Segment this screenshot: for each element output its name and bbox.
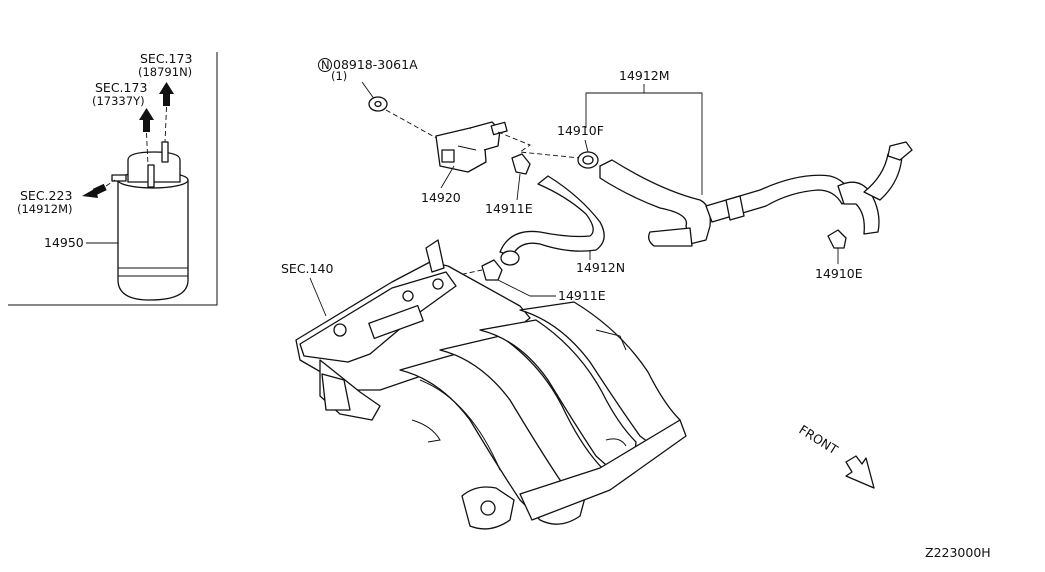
hose-m-part-label[interactable]: 14912M: [619, 68, 670, 83]
evap-canister[interactable]: [111, 141, 189, 301]
bolt-callout: N 08918-3061A (1): [318, 57, 441, 141]
arrow-up-icon: [139, 108, 154, 166]
sec173-ref-b: SEC.173: [95, 80, 147, 95]
clip-upper-part-label[interactable]: 14911E: [485, 201, 533, 216]
arrow-up-icon: [159, 82, 174, 143]
sec173-ref-a: SEC.173: [140, 51, 192, 66]
inset-panel: SEC.173 (18791N) SEC.173 (17337Y) SEC.22…: [8, 51, 218, 306]
inset-border: [8, 52, 218, 306]
sec173-ref-a-code: (18791N): [138, 65, 192, 79]
bolt-dashline: [385, 109, 441, 141]
bolt-qty-label: (1): [331, 69, 347, 83]
bolt-marker-letter: N: [321, 58, 330, 72]
clip-lower-leader-a: [497, 279, 531, 297]
bolt-leader: [361, 81, 376, 101]
hose-n[interactable]: [499, 175, 605, 266]
front-label: FRONT: [796, 422, 840, 458]
sec223-ref: SEC.223: [20, 188, 72, 203]
solenoid-leader: [440, 165, 455, 189]
clamp-e[interactable]: [827, 229, 847, 249]
clip-upper-leader: [516, 173, 521, 201]
purge-solenoid-valve[interactable]: [435, 121, 508, 173]
clip-lower-part-label[interactable]: 14911E: [558, 288, 606, 303]
clamp-f-part-label[interactable]: 14910F: [557, 123, 604, 138]
clamp-f-leader: [584, 139, 589, 153]
hose-n-part-label[interactable]: 14912N: [576, 260, 625, 275]
diagram-code: Z223000H: [925, 545, 991, 560]
sec173-ref-b-code: (17337Y): [92, 94, 145, 108]
bolt-washer[interactable]: [368, 96, 388, 112]
clamp-e-part-label[interactable]: 14910E: [815, 266, 863, 281]
bolt-marker-icon: [318, 58, 332, 72]
clip-upper[interactable]: [511, 153, 531, 175]
hose-m[interactable]: [599, 141, 913, 247]
manifold-section-label[interactable]: SEC.140: [281, 261, 333, 276]
canister-part-label[interactable]: 14950: [44, 235, 84, 250]
front-direction-indicator: FRONT: [796, 422, 875, 489]
clamp-f[interactable]: [577, 151, 599, 169]
solenoid-part-label[interactable]: 14920: [421, 190, 461, 205]
arrow-down-right-icon: [845, 455, 875, 489]
sec223-ref-code: (14912M): [17, 202, 72, 216]
manifold-leader: [309, 277, 327, 317]
valve-to-clamp-dashline: [497, 131, 581, 159]
intake-manifold[interactable]: [295, 239, 687, 530]
arrow-left-icon: [82, 179, 116, 198]
bolt-part-label[interactable]: 08918-3061A: [333, 57, 418, 72]
clip-lower[interactable]: [481, 259, 503, 281]
